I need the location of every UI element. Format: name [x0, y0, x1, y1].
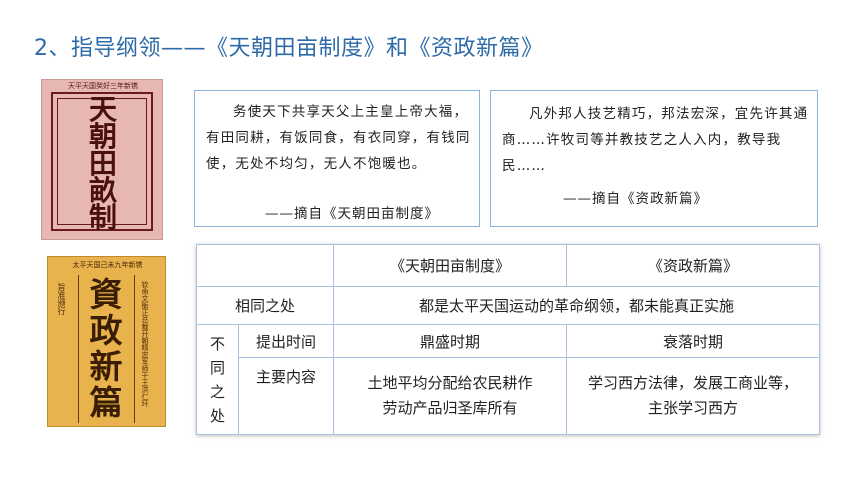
content-zizheng: 学习西方法律，发展工商业等， 主张学习西方 [566, 357, 820, 435]
table-row-same: 相同之处 都是太平天国运动的革命纲领，都未能真正实施 [196, 286, 820, 325]
table-corner-cell [196, 244, 334, 287]
time-tianchao: 鼎盛时期 [333, 324, 567, 358]
diff-label: 不 同 之 处 [196, 324, 239, 435]
zizheng-cover-side-note-right: 旨准颁行 [57, 283, 66, 315]
content-label: 主要内容 [238, 357, 334, 435]
top-border [0, 0, 860, 3]
time-label: 提出时间 [238, 324, 334, 358]
tianchao-quote-source: ——摘自《天朝田亩制度》 [265, 206, 439, 222]
tianchao-quote-box: 务使天下共享天父上主皇上帝大福，有田同耕，有饭同食，有衣同穿，有钱同使，无处不均… [194, 90, 480, 227]
page-title: 2、指导纲领——《天朝田亩制度》和《资政新篇》 [34, 36, 544, 61]
time-zizheng: 衰落时期 [566, 324, 820, 358]
zizheng-book-cover-image: 太平天国己未九年新镌 旨准颁行 钦命文衡正总裁开朝精忠军师干王洪仁玕 資 政 新… [47, 256, 166, 427]
table-row-content: 主要内容 土地平均分配给农民耕作 劳动产品归圣库所有 学习西方法律，发展工商业等… [197, 357, 820, 435]
zizheng-cover-title: 資 政 新 篇 [89, 275, 123, 422]
zizheng-quote-box: 凡外邦人技艺精巧，邦法宏深，宜先许其通商……许牧司等并教技艺之人入内，教导我民…… [490, 90, 818, 227]
tianchao-quote-text: 务使天下共享天父上主皇上帝大福，有田同耕，有饭同食，有衣同穿，有钱同使，无处不均… [206, 104, 471, 172]
zizheng-quote-text: 凡外邦人技艺精巧，邦法宏深，宜先许其通商……许牧司等并教技艺之人入内，教导我民…… [502, 106, 809, 174]
tianchao-cover-frame: 天 朝 田 畝 制 [51, 92, 153, 234]
header-zizheng: 《资政新篇》 [566, 244, 820, 287]
table-header-row: 《天朝田亩制度》 《资政新篇》 [196, 244, 820, 287]
header-tianchao: 《天朝田亩制度》 [333, 244, 567, 287]
content-tianchao: 土地平均分配给农民耕作 劳动产品归圣库所有 [333, 357, 567, 435]
zizheng-cover-side-note-left: 钦命文衡正总裁开朝精忠军师干王洪仁玕 [141, 281, 149, 407]
zizheng-quote-source: ——摘自《资政新篇》 [563, 191, 708, 207]
comparison-table: 《天朝田亩制度》 《资政新篇》 相同之处 都是太平天国运动的革命纲领，都未能真正… [196, 244, 820, 435]
same-label: 相同之处 [196, 286, 334, 325]
tianchao-cover-title: 天 朝 田 畝 制 [88, 93, 117, 234]
table-row-time: 不 同 之 处 提出时间 鼎盛时期 衰落时期 [196, 324, 820, 435]
zizheng-cover-header: 太平天国己未九年新镌 [72, 261, 143, 269]
tianchao-cover-header: 天平天国癸好三年新镌 [68, 82, 138, 90]
same-value: 都是太平天国运动的革命纲领，都未能真正实施 [333, 286, 820, 325]
tianchao-book-cover-image: 天平天国癸好三年新镌 天 朝 田 畝 制 [41, 79, 163, 240]
